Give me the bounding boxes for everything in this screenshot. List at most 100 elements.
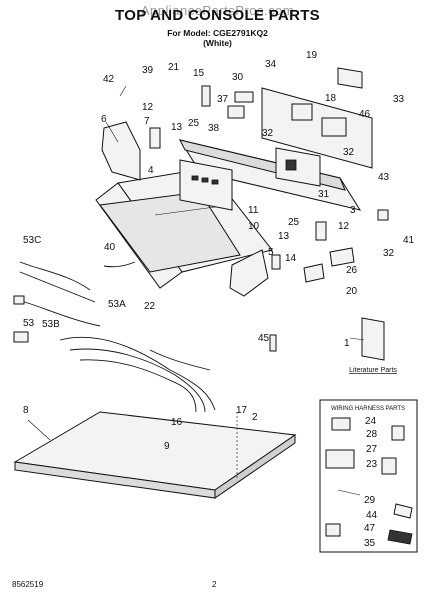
diagram-title: TOP AND CONSOLE PARTS (115, 7, 320, 24)
callout-c53c: 53C (23, 235, 41, 246)
callout-c21: 21 (168, 62, 180, 73)
callout-c32c: 32 (383, 248, 395, 259)
callout-c53: 53 (23, 318, 35, 329)
callout-c39: 39 (142, 65, 154, 76)
leader-line (105, 121, 119, 143)
housing-cutout (291, 103, 313, 121)
callout-c15: 15 (193, 68, 205, 79)
board-chip (285, 159, 297, 171)
harness-connector (13, 295, 25, 305)
connector-part-23 (325, 449, 355, 469)
harness-part-53b (17, 299, 101, 327)
callout-c2: 2 (252, 412, 258, 423)
callout-c8: 8 (23, 405, 29, 416)
callout-c33: 33 (393, 94, 405, 105)
callout-c14: 14 (285, 253, 297, 264)
callout-c7: 7 (144, 116, 150, 127)
callout-c27: 27 (366, 444, 378, 455)
callout-c13b: 13 (278, 231, 290, 242)
harness-connector (13, 331, 29, 343)
bracket-part-26 (329, 247, 355, 267)
connector-part-24 (331, 417, 351, 431)
callout-c19: 19 (306, 50, 318, 61)
terminal-part-29 (337, 489, 361, 496)
leader-line (119, 85, 127, 97)
callout-c29: 29 (364, 495, 376, 506)
callout-c16: 16 (171, 417, 183, 428)
bracket-part-7 (149, 127, 161, 149)
literature-parts-label: Literature Parts (349, 367, 397, 374)
console-panel-face (99, 191, 241, 273)
callout-c44: 44 (366, 510, 378, 521)
callout-c24: 24 (365, 416, 377, 427)
sensor-part-45 (269, 334, 277, 352)
callout-c28: 28 (366, 429, 378, 440)
callout-c32b: 32 (343, 147, 355, 158)
callout-c18: 18 (325, 93, 337, 104)
callout-c6: 6 (101, 114, 107, 125)
control-board-part-31 (275, 147, 321, 187)
harness-strand (69, 348, 206, 413)
end-cap-right-part-5 (229, 249, 269, 297)
model-line: For Model: CGE2791KQ2 (167, 28, 268, 38)
callout-c35: 35 (364, 538, 376, 549)
callout-c26: 26 (346, 265, 358, 276)
callout-c12a: 12 (142, 102, 154, 113)
harness-strand (79, 359, 197, 413)
top-panel-edge-right (214, 434, 296, 499)
callout-c40: 40 (104, 242, 116, 253)
knob-part-37 (234, 91, 254, 103)
control-housing-part-18 (261, 87, 373, 169)
terminal-part-44 (393, 503, 413, 519)
callout-c53b: 53B (42, 319, 60, 330)
callout-c42: 42 (103, 74, 115, 85)
callout-c37: 37 (217, 94, 229, 105)
callout-c12b: 12 (338, 221, 350, 232)
callout-c53a: 53A (108, 299, 126, 310)
clip-part-14 (271, 254, 281, 270)
callout-c47: 47 (364, 523, 376, 534)
switch-part-38 (227, 105, 245, 119)
callout-c46: 46 (359, 109, 371, 120)
doc-number: 8562519 (12, 580, 44, 589)
top-panel-part-8 (13, 411, 297, 491)
watermark-text: AppliancePartsPros.com (140, 3, 295, 18)
callout-c31: 31 (318, 189, 330, 200)
harness-part-40 (103, 261, 136, 268)
callout-c3: 3 (350, 205, 356, 216)
callout-c41: 41 (403, 235, 415, 246)
connector-part-47 (325, 523, 341, 537)
housing-cutout (321, 117, 347, 137)
switch-part-21 (201, 85, 211, 107)
callout-c38: 38 (208, 123, 220, 134)
display-segment (211, 179, 219, 185)
harness-part-53c (19, 261, 91, 291)
harness-strand (19, 271, 96, 303)
callout-c1: 1 (344, 338, 350, 349)
legend-box-title: WIRING HARNESS PARTS (331, 406, 405, 412)
clip-part-20 (303, 263, 325, 283)
connector-part-27 (381, 457, 397, 475)
callout-c22: 22 (144, 301, 156, 312)
callout-c20: 20 (346, 286, 358, 297)
callout-c10: 10 (248, 221, 260, 232)
display-board-part-11 (179, 159, 233, 211)
callout-c11: 11 (248, 205, 259, 216)
callout-c23: 23 (366, 459, 378, 470)
connector-part-35 (387, 529, 413, 545)
callout-c5: 5 (268, 247, 274, 258)
callout-c32a: 32 (262, 128, 274, 139)
leader-line (349, 337, 365, 341)
callout-c4: 4 (148, 165, 154, 176)
callout-c13a: 13 (171, 122, 183, 133)
wire-harness-part-22 (59, 336, 216, 411)
callout-c25b: 25 (288, 217, 300, 228)
display-segment (201, 177, 209, 183)
callout-c43: 43 (378, 172, 390, 183)
bracket-part-19 (337, 67, 363, 89)
bracket-part-12 (315, 221, 327, 241)
callout-c34: 34 (265, 59, 277, 70)
